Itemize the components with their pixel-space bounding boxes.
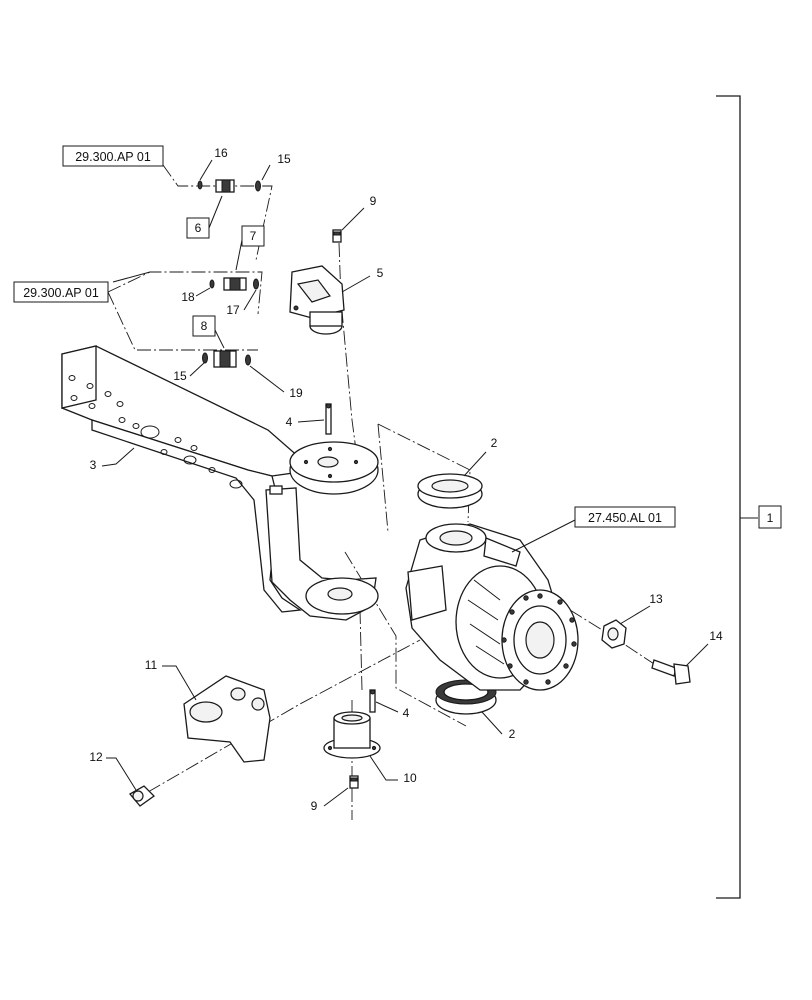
leader-3 (101, 447, 135, 467)
reference-29-300-ap-01-mid: 29.300.AP 01 (23, 286, 99, 300)
callout-2-top: 2 (491, 436, 498, 450)
callout-1: 1 (767, 511, 774, 525)
callout-box-8[interactable] (192, 315, 216, 337)
bolt-14[interactable] (651, 659, 691, 685)
leader-15-bottom (189, 361, 206, 377)
leader-4-top (297, 419, 325, 423)
leader-2-top (463, 451, 487, 477)
callout-15-bottom: 15 (173, 369, 187, 383)
callout-17: 17 (226, 303, 240, 317)
callout-9-bottom: 9 (311, 799, 318, 813)
steering-knuckle-hub[interactable] (405, 523, 579, 691)
fitting-group-8[interactable] (202, 350, 251, 368)
leader-16 (199, 159, 213, 181)
leader-9-bottom (323, 787, 349, 807)
leader-10 (369, 755, 398, 781)
callout-9-top: 9 (370, 194, 377, 208)
reference-29-300-ap-01-top: 29.300.AP 01 (75, 150, 151, 164)
seal-2-top[interactable] (417, 473, 483, 509)
callout-12: 12 (89, 750, 103, 764)
leader-7 (235, 239, 243, 271)
callout-15-top: 15 (277, 152, 291, 166)
callout-5: 5 (377, 266, 384, 280)
leader-13 (619, 605, 651, 625)
seal-2-bottom[interactable] (435, 679, 497, 715)
fitting-group-6[interactable] (197, 179, 261, 193)
callout-6: 6 (195, 221, 202, 235)
sensor-block-5[interactable] (289, 265, 345, 335)
reference-box-top[interactable] (62, 145, 164, 167)
leader-18 (195, 287, 211, 297)
callout-10: 10 (403, 771, 417, 785)
callout-4-bottom: 4 (403, 706, 410, 720)
pin-4-bottom[interactable] (369, 689, 376, 713)
leader-15-top (261, 164, 271, 181)
fitting-group-7[interactable] (209, 277, 259, 291)
leader-27-450 (511, 519, 576, 553)
reference-27-450-al-01: 27.450.AL 01 (588, 511, 662, 525)
pin-4-top[interactable] (325, 403, 332, 435)
callout-11: 11 (145, 658, 158, 672)
reference-box-right[interactable] (574, 506, 676, 528)
callout-2-bottom: 2 (509, 727, 516, 741)
leader-6 (208, 195, 223, 229)
axle-beam-3[interactable] (61, 345, 379, 621)
leader-17 (243, 289, 257, 311)
leader-4-bottom (375, 701, 399, 713)
callout-box-7[interactable] (241, 225, 265, 247)
callout-19: 19 (289, 386, 303, 400)
callout-8: 8 (201, 319, 208, 333)
leader-8 (214, 329, 225, 349)
bushing-10[interactable] (323, 711, 381, 759)
callout-14: 14 (709, 629, 723, 643)
bolt-9-bottom[interactable] (349, 775, 359, 789)
bolt-12[interactable] (129, 785, 156, 807)
leader-9-top (341, 207, 365, 231)
callout-7: 7 (250, 229, 257, 243)
leader-2-bottom (481, 711, 503, 735)
assembly-bracket (716, 95, 741, 899)
callout-3: 3 (90, 458, 97, 472)
leader-11 (162, 665, 197, 701)
callout-18: 18 (181, 290, 195, 304)
callout-box-1[interactable] (758, 505, 782, 529)
callout-13: 13 (649, 592, 663, 606)
bracket-11[interactable] (183, 675, 271, 763)
callout-4-top: 4 (286, 415, 293, 429)
leader-ref-mid (112, 271, 151, 283)
leader-19 (249, 365, 285, 393)
leader-12 (106, 757, 137, 791)
leader-5 (341, 275, 371, 293)
leader-14 (685, 643, 709, 667)
callout-16: 16 (214, 146, 228, 160)
nut-13[interactable] (601, 619, 627, 649)
bolt-9-top[interactable] (332, 229, 342, 243)
